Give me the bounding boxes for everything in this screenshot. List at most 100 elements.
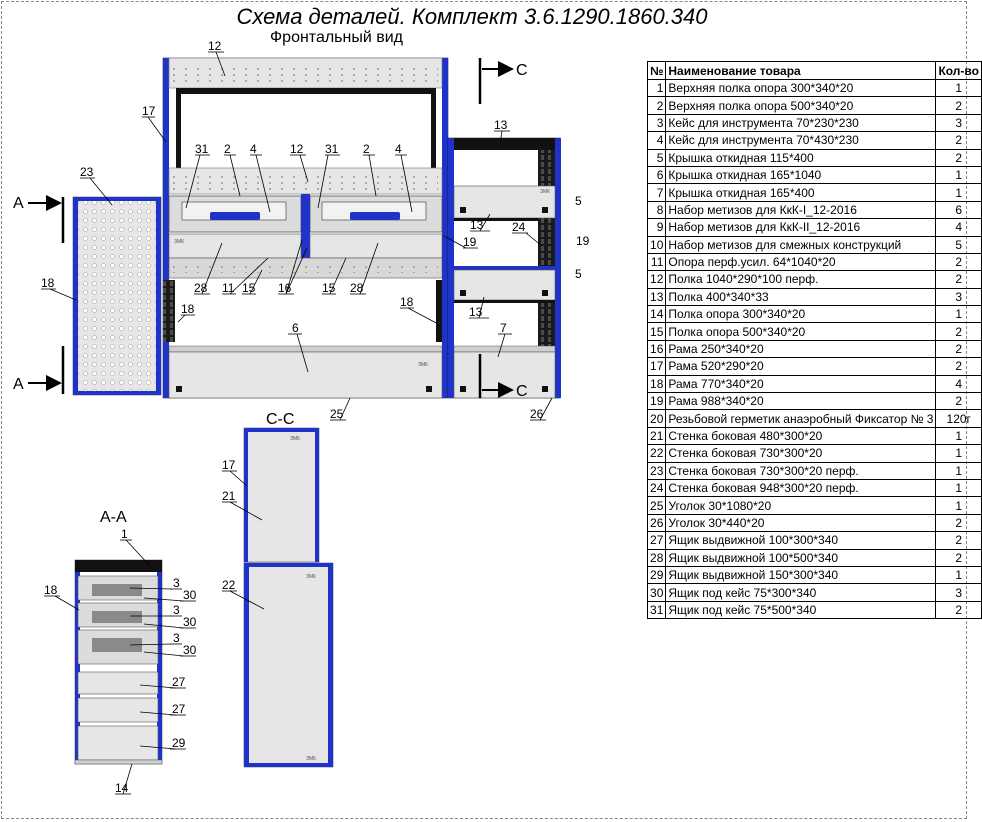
shelf-13-mid bbox=[454, 218, 538, 221]
cell-qty: 1 bbox=[935, 305, 982, 324]
wall-22-edge-top bbox=[244, 563, 333, 567]
section-label-c-bottom: С bbox=[516, 383, 528, 400]
latch bbox=[542, 386, 548, 392]
aa-bottom-shelf-14 bbox=[74, 759, 163, 765]
cell-number: 7 bbox=[646, 183, 667, 202]
cell-name: Рама 250*340*20 bbox=[665, 339, 937, 359]
folding-lid-7 bbox=[453, 351, 556, 399]
wall-22-edge-bottom bbox=[244, 763, 333, 767]
cell-qty: 2 bbox=[935, 131, 982, 150]
latch bbox=[542, 207, 548, 213]
callout-4: 4 bbox=[395, 142, 402, 156]
callout-30: 30 bbox=[183, 615, 197, 629]
cell-name: Полка 1040*290*100 перф. bbox=[665, 270, 937, 289]
case-handle-left bbox=[210, 212, 260, 220]
cell-name: Набор метизов для КкК-I_12-2016 bbox=[665, 200, 937, 220]
aa-drawer-27-b bbox=[77, 697, 159, 723]
cell-number: 2 bbox=[646, 96, 667, 115]
folding-lid-5-top bbox=[453, 185, 556, 219]
callout-21: 21 bbox=[222, 489, 236, 503]
side-frame-18-left bbox=[163, 280, 175, 342]
cell-qty: 2 bbox=[935, 96, 982, 115]
cell-qty: 2 bbox=[935, 148, 982, 167]
cell-name: Ящик под кейс 75*300*340 bbox=[665, 583, 937, 602]
cell-name: Набор метизов для смежных конструкций bbox=[665, 235, 937, 254]
callout-12: 12 bbox=[290, 142, 304, 156]
cell-number: 20 bbox=[646, 409, 667, 428]
callout-13: 13 bbox=[469, 305, 483, 319]
folding-lid-5-bottom bbox=[453, 269, 556, 301]
cell-qty: 3 bbox=[935, 113, 982, 133]
cell-name: Ящик выдвижной 100*300*340 bbox=[665, 531, 937, 550]
support-holes bbox=[172, 263, 438, 273]
callout-1: 1 bbox=[121, 527, 128, 541]
cell-number: 6 bbox=[646, 165, 667, 185]
cell-number: 30 bbox=[646, 583, 667, 602]
cell-number: 16 bbox=[646, 339, 667, 359]
top-shelf-rail bbox=[176, 88, 436, 94]
cell-number: 13 bbox=[646, 287, 667, 307]
parts-table-header: № Наименование товара Кол-во bbox=[646, 61, 982, 80]
callout-13: 13 bbox=[470, 218, 484, 232]
cell-name: Крышка откидная 115*400 bbox=[665, 148, 937, 167]
view-title-aa: А-А bbox=[100, 509, 127, 526]
col-name: Наименование товара bbox=[665, 61, 937, 80]
callout-11: 11 bbox=[222, 281, 235, 295]
drawer-28-right bbox=[309, 233, 443, 259]
cell-name: Резьбовой герметик анаэробный Фиксатор №… bbox=[665, 409, 937, 428]
cell-qty: 2 bbox=[935, 548, 982, 567]
shelf-13-low bbox=[454, 300, 555, 303]
drawer-28-left bbox=[168, 233, 302, 259]
cell-name: Набор метизов для КкК-II_12-2016 bbox=[665, 218, 937, 237]
callout-28: 28 bbox=[350, 281, 364, 295]
callout-17: 17 bbox=[142, 104, 156, 118]
cell-qty: 2 bbox=[935, 322, 982, 341]
cell-number: 17 bbox=[646, 357, 667, 376]
cell-number: 18 bbox=[646, 374, 667, 394]
inner-post-right bbox=[431, 94, 436, 168]
perforated-side-wall-23 bbox=[72, 196, 162, 396]
cell-number: 5 bbox=[646, 148, 667, 167]
latch bbox=[460, 207, 466, 213]
callout-5: 5 bbox=[575, 267, 582, 281]
callout-3: 3 bbox=[173, 603, 180, 617]
tower-cross-frame bbox=[454, 266, 555, 270]
callout-3: 3 bbox=[173, 631, 180, 645]
cell-number: 9 bbox=[646, 218, 667, 237]
cell-qty: 6 bbox=[935, 200, 982, 220]
callout-14: 14 bbox=[115, 781, 129, 795]
wall-21-edge-left bbox=[244, 428, 248, 562]
tower-post-right bbox=[555, 138, 561, 398]
callout-16: 16 bbox=[278, 281, 292, 295]
callout-2: 2 bbox=[224, 142, 231, 156]
side-wall-21 bbox=[243, 427, 320, 563]
cell-number: 26 bbox=[646, 513, 667, 533]
lid-latch-left bbox=[176, 386, 182, 392]
callout-24: 24 bbox=[512, 220, 526, 234]
callout-18: 18 bbox=[181, 302, 195, 316]
wall-frame-right bbox=[156, 197, 161, 395]
cell-name: Полка опора 500*340*20 bbox=[665, 322, 937, 341]
cell-number: 29 bbox=[646, 565, 667, 585]
cell-qty: 2 bbox=[935, 270, 982, 289]
section-label-a-bottom: А bbox=[13, 376, 24, 393]
frame-post-right bbox=[442, 58, 448, 398]
cell-name: Стенка боковая 730*300*20 перф. bbox=[665, 461, 937, 480]
front-view-callouts bbox=[41, 51, 553, 421]
callout-31: 31 bbox=[325, 142, 339, 156]
cell-name: Полка опора 300*340*20 bbox=[665, 305, 937, 324]
callout-3: 3 bbox=[173, 576, 180, 590]
lid-latch-right bbox=[426, 386, 432, 392]
